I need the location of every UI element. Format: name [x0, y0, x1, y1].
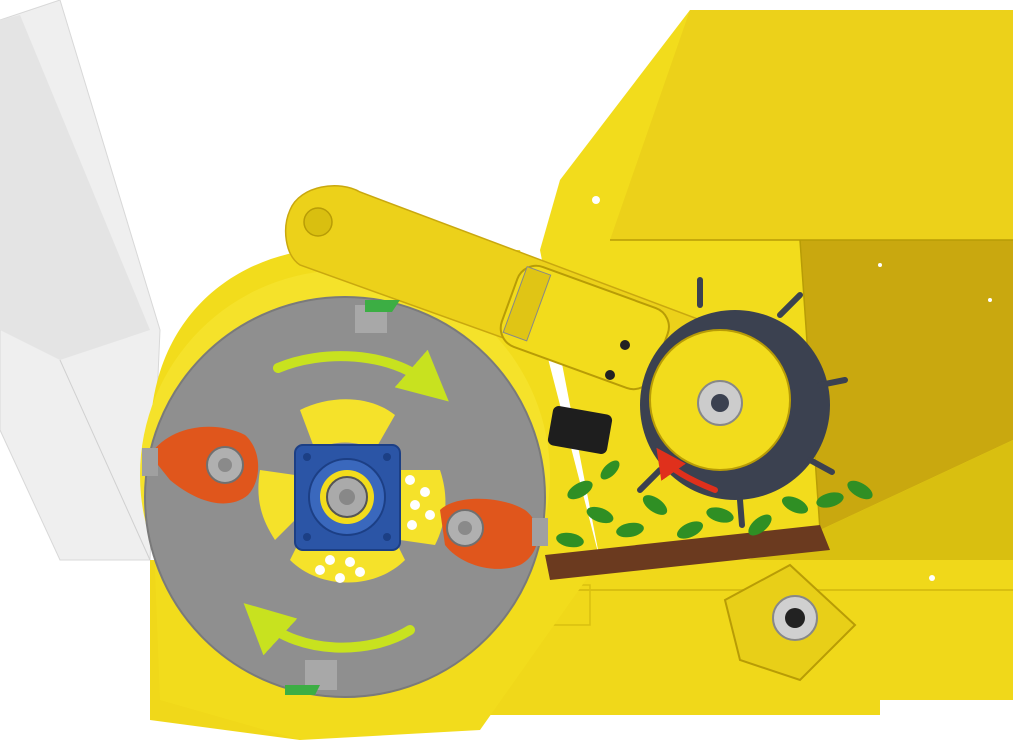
knife-blade: [142, 448, 158, 476]
rotor-hub: [295, 445, 400, 550]
discharge-chute: [0, 0, 160, 560]
knife-blade: [532, 518, 548, 546]
arm-pivot-bolt: [304, 208, 332, 236]
